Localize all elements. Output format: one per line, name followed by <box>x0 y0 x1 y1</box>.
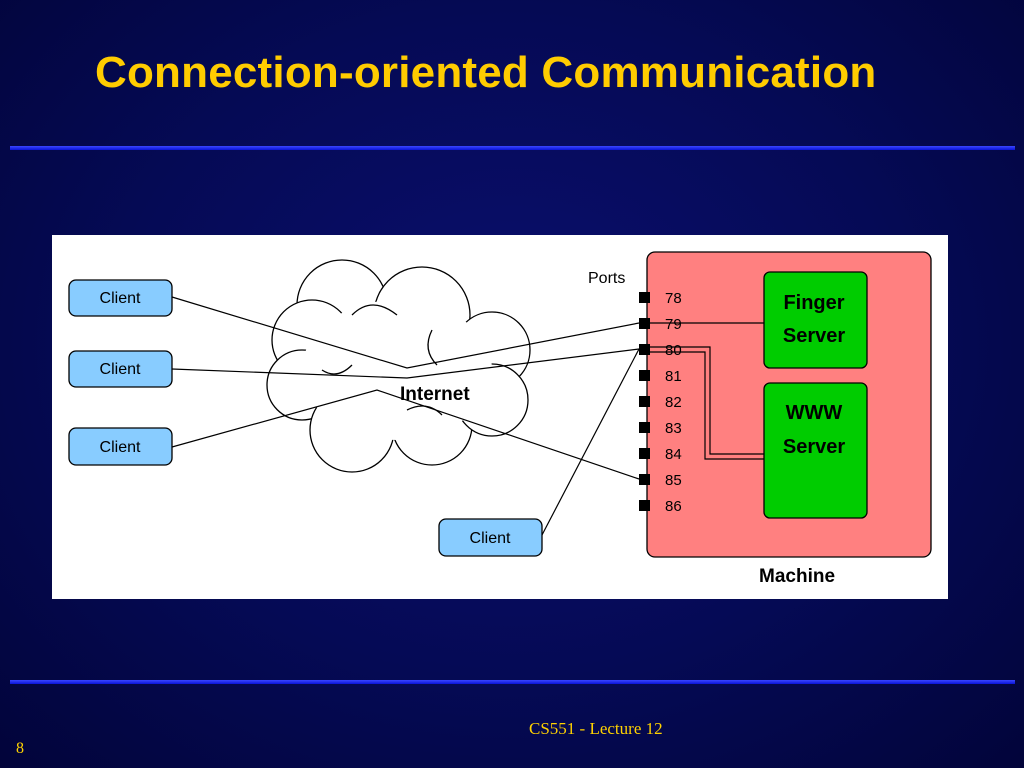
client-node: Client <box>68 279 173 317</box>
port-number: 82 <box>665 394 682 411</box>
port-number: 80 <box>665 342 682 359</box>
slide-title: Connection-oriented Communication <box>95 48 877 97</box>
www-server-box <box>763 382 868 519</box>
bottom-divider <box>10 680 1015 684</box>
client-node: Client <box>68 427 173 466</box>
network-diagram: Machine Finger Server WWW Server Ports 7… <box>52 235 948 599</box>
port-number: 78 <box>665 290 682 307</box>
port-86: 86 <box>639 498 682 515</box>
machine-label: Machine <box>759 566 835 587</box>
port-number: 85 <box>665 472 682 489</box>
client-label: Client <box>100 439 141 456</box>
client-node: Client <box>438 518 543 557</box>
port-80: 80 <box>639 342 682 359</box>
server-wiring <box>650 322 764 460</box>
internet-cloud <box>266 259 531 473</box>
port-number: 86 <box>665 498 682 515</box>
www-server-line2: Server <box>783 436 845 458</box>
footer-lecture: CS551 - Lecture 12 <box>529 719 663 738</box>
www-server-line1: WWW <box>786 402 843 424</box>
port-number: 79 <box>665 316 682 333</box>
port-82: 82 <box>639 394 682 411</box>
port-number: 83 <box>665 420 682 437</box>
internet-label: Internet <box>400 384 470 405</box>
page-number: 8 <box>16 740 24 757</box>
client-label: Client <box>100 290 141 307</box>
finger-server-line2: Server <box>783 325 845 347</box>
port-78: 78 <box>639 290 682 307</box>
port-85: 85 <box>639 472 682 489</box>
finger-server-line1: Finger <box>783 292 844 314</box>
port-number: 81 <box>665 368 682 385</box>
port-79: 79 <box>639 316 682 333</box>
port-81: 81 <box>639 368 682 385</box>
port-list: 78 79 80 81 82 83 84 85 86 <box>639 290 682 515</box>
client-node: Client <box>68 350 173 388</box>
connection-lines <box>171 296 640 536</box>
client-label: Client <box>470 530 511 547</box>
ports-label: Ports <box>588 270 625 287</box>
client-label: Client <box>100 361 141 378</box>
port-83: 83 <box>639 420 682 437</box>
port-number: 84 <box>665 446 682 463</box>
port-84: 84 <box>639 446 682 463</box>
top-divider <box>10 146 1015 150</box>
finger-server-box <box>763 271 868 369</box>
